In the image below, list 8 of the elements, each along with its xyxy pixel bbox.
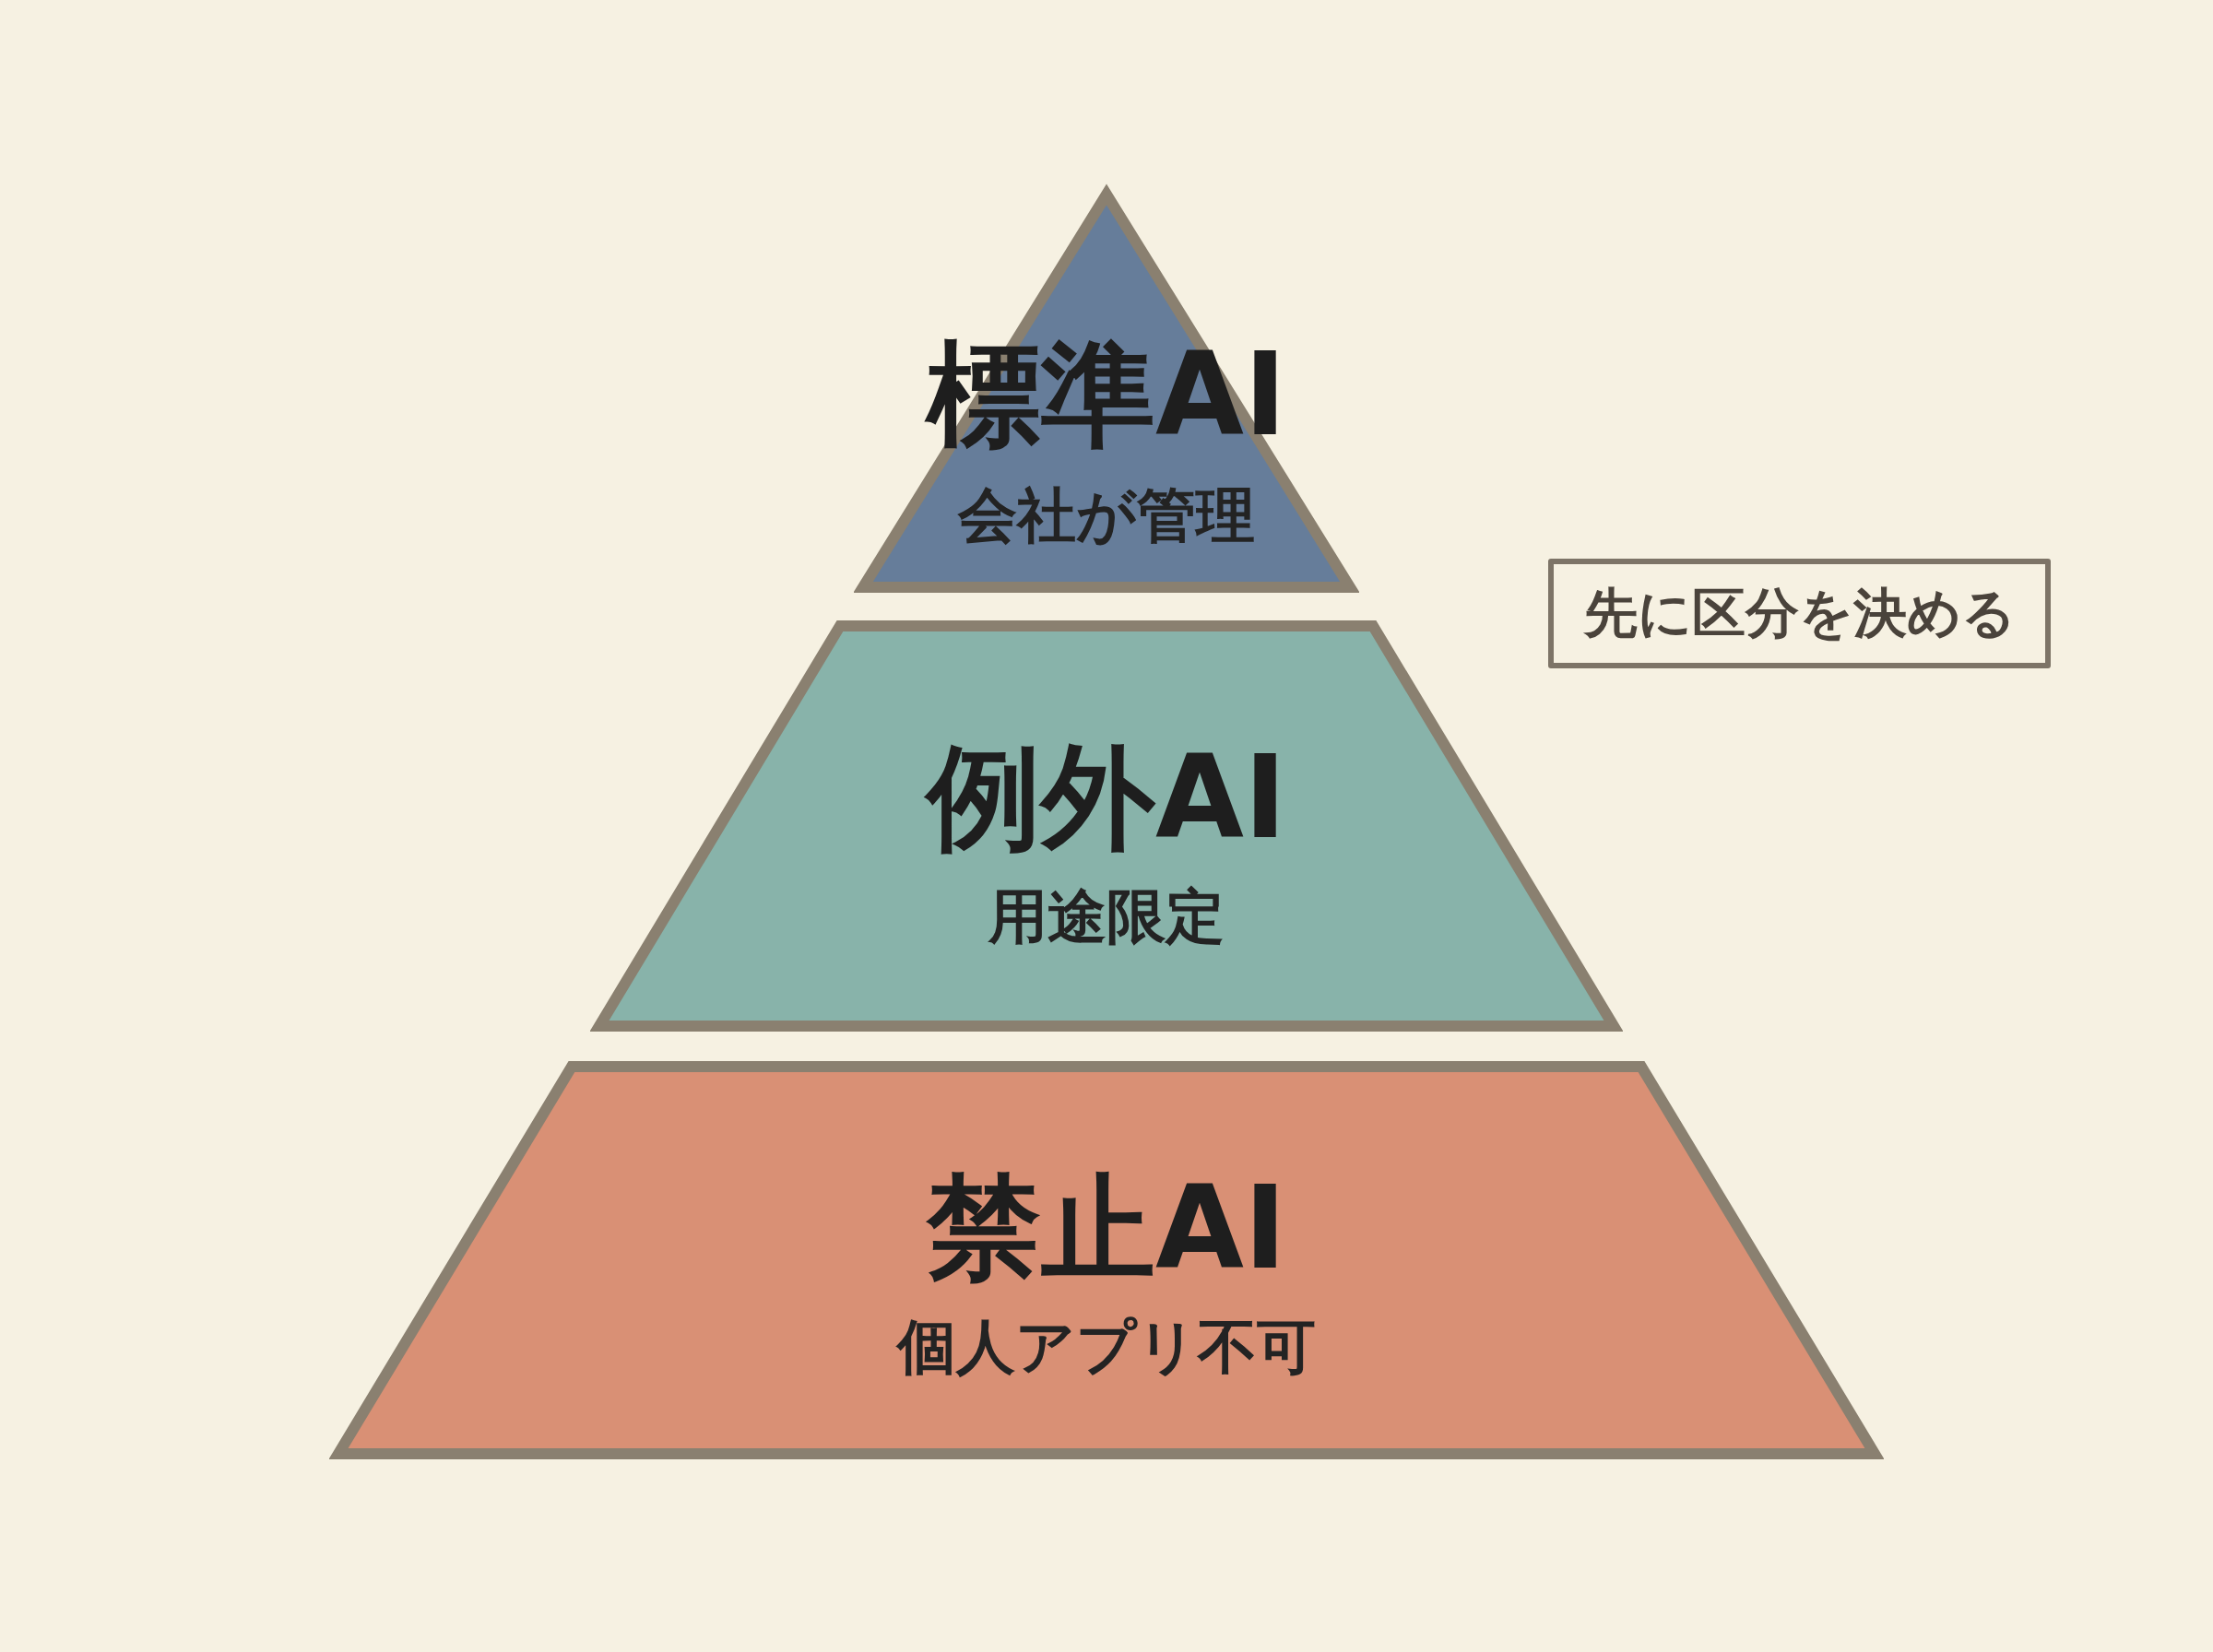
tier-title: 禁止AI [926, 1162, 1287, 1294]
tier-subtitle: 用途限定 [988, 883, 1225, 951]
tier-subtitle: 個人アプリ不可 [897, 1314, 1316, 1382]
pyramid-tier [329, 1061, 1884, 1459]
tier-title: 例外AI [926, 731, 1287, 864]
tier-subtitle: 会社が管理 [958, 482, 1255, 550]
note-text: 先に区分を決める [1583, 582, 2016, 644]
note-box [1548, 559, 2051, 668]
